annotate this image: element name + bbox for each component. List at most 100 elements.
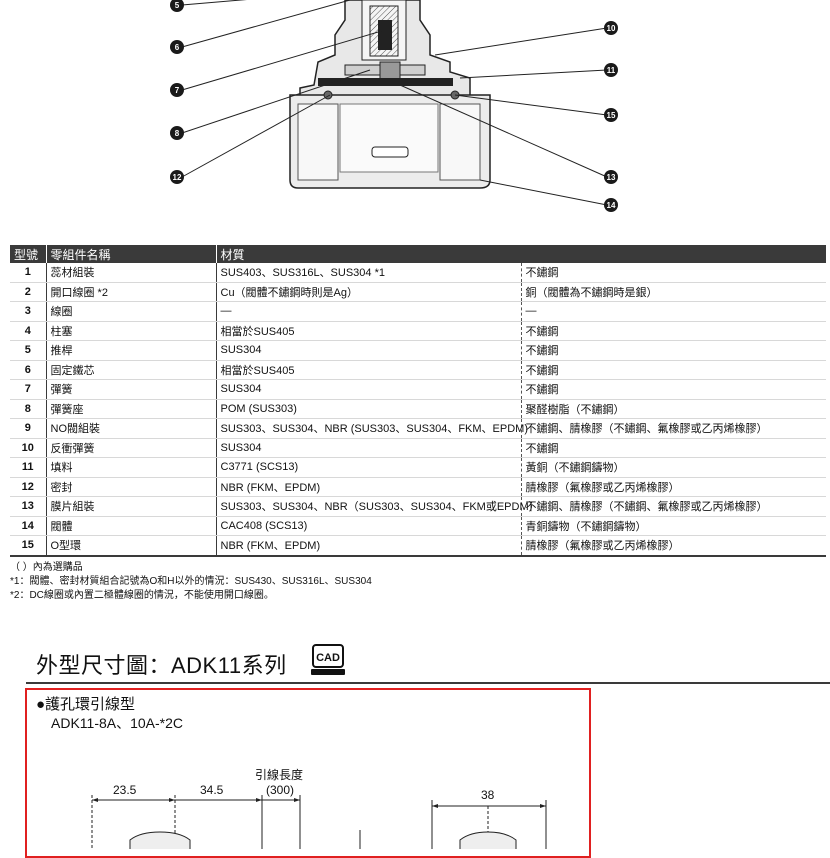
note-2: *2：DC線圈或內置二極體線圈的情況，不能使用開口線圈。 bbox=[10, 590, 274, 601]
part-number: 15 bbox=[10, 535, 47, 557]
lead-length-value: (300) bbox=[266, 783, 295, 797]
part-name: 柱塞 bbox=[46, 321, 217, 341]
material-description: 黃銅（不鏽鋼鑄物） bbox=[521, 457, 827, 478]
material-spec: — bbox=[216, 301, 522, 322]
callout-11 bbox=[604, 63, 618, 77]
material-spec: POM (SUS303) bbox=[216, 399, 522, 419]
callout-15 bbox=[604, 108, 618, 122]
material-spec: C3771 (SCS13) bbox=[216, 457, 522, 478]
part-number: 5 bbox=[10, 340, 47, 361]
part-name: 膜片組裝 bbox=[46, 496, 217, 517]
part-number: 1 bbox=[10, 263, 47, 283]
material-description: 不鏽鋼 bbox=[521, 321, 827, 341]
callout-label-6: 6 bbox=[175, 43, 180, 52]
part-number: 8 bbox=[10, 399, 47, 419]
section-title: 外型尺寸圖：ADK11系列 bbox=[36, 653, 287, 678]
material-description: — bbox=[521, 301, 827, 322]
part-name: 閥體 bbox=[46, 516, 217, 536]
callout-7 bbox=[170, 83, 184, 97]
material-description: 銅（閥體為不鏽鋼時是銀） bbox=[521, 282, 827, 302]
cad-icon[interactable]: CAD bbox=[310, 643, 346, 677]
material-spec: SUS304 bbox=[216, 438, 522, 458]
header-part-name: 零組件名稱 bbox=[46, 245, 217, 263]
material-spec: 相當於SUS405 bbox=[216, 321, 522, 341]
part-number: 6 bbox=[10, 360, 47, 380]
cad-icon-label: CAD bbox=[316, 652, 340, 664]
material-description: 不鏽鋼、腈橡膠（不鏽鋼、氟橡膠或乙丙烯橡膠） bbox=[521, 496, 827, 517]
dimension-38: 38 bbox=[481, 788, 495, 802]
lead-length-label: 引線長度 bbox=[255, 768, 304, 782]
material-description: 不鏽鋼 bbox=[521, 379, 827, 400]
part-number: 2 bbox=[10, 282, 47, 302]
callout-label-13: 13 bbox=[607, 173, 616, 182]
material-description: 不鏽鋼 bbox=[521, 263, 827, 283]
part-number: 3 bbox=[10, 301, 47, 322]
callout-label-5: 5 bbox=[175, 1, 180, 10]
material-spec: 相當於SUS405 bbox=[216, 360, 522, 380]
part-number: 14 bbox=[10, 516, 47, 536]
part-name: 反衝彈簧 bbox=[46, 438, 217, 458]
material-spec: Cu（閥體不鏽鋼時則是Ag） bbox=[216, 282, 522, 302]
material-description: 不鏽鋼 bbox=[521, 360, 827, 380]
part-name: 線圈 bbox=[46, 301, 217, 322]
part-name: 蕊材組裝 bbox=[46, 263, 217, 283]
callout-label-8: 8 bbox=[175, 129, 180, 138]
callout-8 bbox=[170, 126, 184, 140]
callout-12 bbox=[170, 170, 184, 184]
table-header-row: 型號 零組件名稱 材質 bbox=[10, 245, 827, 263]
note-optional: （ ）內為選購品 bbox=[10, 562, 83, 573]
header-no: 型號 bbox=[10, 245, 47, 263]
callout-5 bbox=[170, 0, 184, 12]
table-notes: （ ）內為選購品 *1：閥體、密封材質組合記號為O和H以外的情況：SUS430、… bbox=[10, 561, 372, 603]
part-number: 13 bbox=[10, 496, 47, 517]
material-description: 不鏽鋼 bbox=[521, 438, 827, 458]
callout-label-14: 14 bbox=[607, 201, 616, 210]
part-name: 固定鐵芯 bbox=[46, 360, 217, 380]
part-name: O型環 bbox=[46, 535, 217, 557]
part-name: 彈簧 bbox=[46, 379, 217, 400]
header-material: 材質 bbox=[216, 245, 827, 263]
material-description: 不鏽鋼、腈橡膠（不鏽鋼、氟橡膠或乙丙烯橡膠） bbox=[521, 418, 827, 439]
dimension-lines bbox=[91, 795, 547, 849]
drawing-heading: ●護孔環引線型 bbox=[36, 696, 136, 713]
part-name: 開口線圈 *2 bbox=[46, 282, 217, 302]
callout-14 bbox=[604, 198, 618, 212]
part-number: 7 bbox=[10, 379, 47, 400]
section-divider bbox=[26, 682, 830, 684]
callout-6 bbox=[170, 40, 184, 54]
material-description: 聚醛樹脂（不鏽鋼） bbox=[521, 399, 827, 419]
valve-cross-section-diagram: 5 6 7 8 12 10 11 15 13 14 bbox=[170, 0, 618, 212]
material-spec: CAC408 (SCS13) bbox=[216, 516, 522, 536]
part-name: 填料 bbox=[46, 457, 217, 478]
callout-10 bbox=[604, 21, 618, 35]
material-description: 腈橡膠（氟橡膠或乙丙烯橡膠） bbox=[521, 477, 827, 497]
dimension-34-5: 34.5 bbox=[200, 783, 224, 797]
part-number: 12 bbox=[10, 477, 47, 497]
part-number: 9 bbox=[10, 418, 47, 439]
part-name: 彈簧座 bbox=[46, 399, 217, 419]
material-spec: NBR (FKM、EPDM) bbox=[216, 477, 522, 497]
callout-13 bbox=[604, 170, 618, 184]
material-description: 腈橡膠（氟橡膠或乙丙烯橡膠） bbox=[521, 535, 827, 557]
drawing-model-codes: ADK11-8A、10A-*2C bbox=[51, 715, 184, 731]
part-name: 推桿 bbox=[46, 340, 217, 361]
material-description: 不鏽鋼 bbox=[521, 340, 827, 361]
material-spec: SUS304 bbox=[216, 340, 522, 361]
part-number: 11 bbox=[10, 457, 47, 478]
part-number: 4 bbox=[10, 321, 47, 341]
